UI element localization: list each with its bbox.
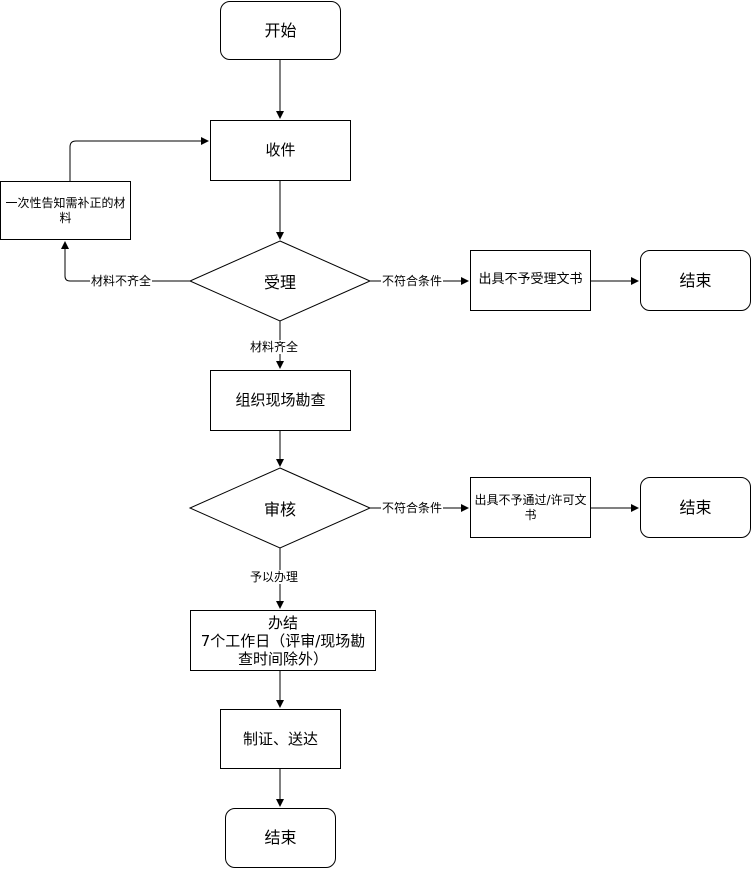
end-deny-node: 结束 <box>640 477 751 538</box>
edge-label-approve: 予以办理 <box>249 570 300 584</box>
accept-label: 受理 <box>263 273 296 292</box>
edge-label-not-qualified-accept: 不符合条件 <box>381 274 444 288</box>
inspection-node: 组织现场勘查 <box>210 370 351 431</box>
review-label: 审核 <box>263 500 296 519</box>
edge-label-not-qualified-review: 不符合条件 <box>381 501 444 515</box>
deny-doc-node: 出具不予通过/许可文书 <box>470 477 591 538</box>
edge-accept-notify <box>61 241 190 282</box>
reject-doc-node: 出具不予受理文书 <box>470 250 591 311</box>
start-node: 开始 <box>220 1 341 60</box>
edge-label-materials-complete: 材料齐全 <box>249 340 300 354</box>
certify-node: 制证、送达 <box>220 709 341 769</box>
edge-label-materials-incomplete: 材料不齐全 <box>90 274 153 288</box>
notify-correction-node: 一次性告知需补正的材料 <box>0 181 131 240</box>
complete-node: 办结 7个工作日（评审/现场勘查时间除外） <box>190 610 376 671</box>
end-node: 结束 <box>225 808 336 868</box>
receive-node: 收件 <box>210 120 351 181</box>
end-reject-node: 结束 <box>640 250 751 311</box>
edge-notify-receive <box>69 137 209 181</box>
